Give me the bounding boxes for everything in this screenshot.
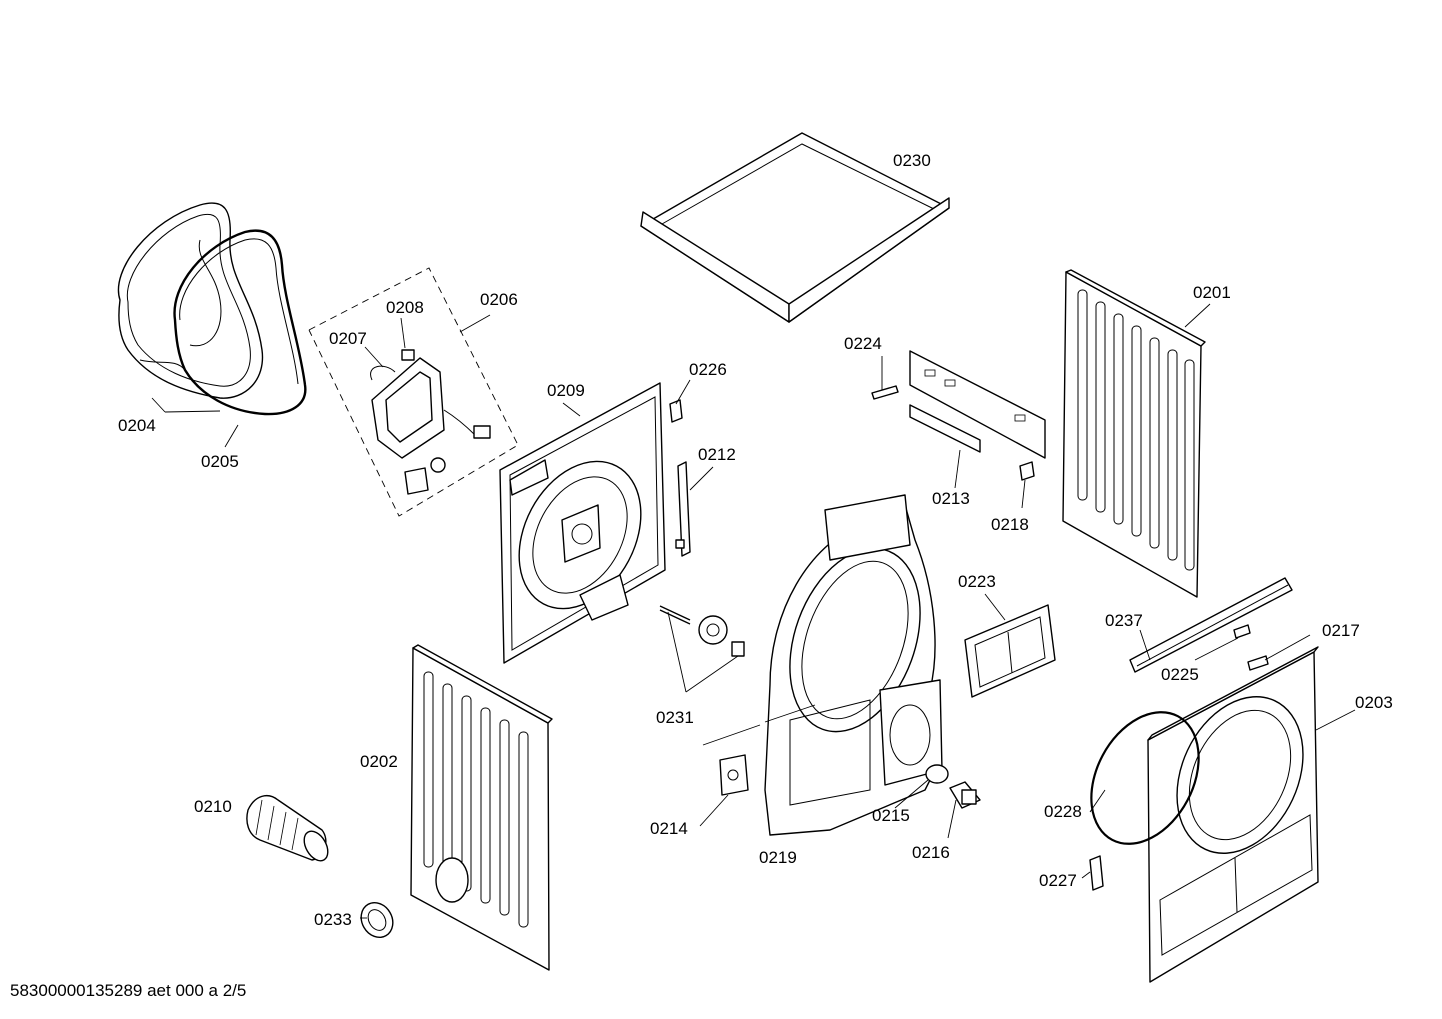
part-0212-rail[interactable] xyxy=(675,461,691,557)
label-0214: 0214 xyxy=(650,819,688,838)
label-0203: 0203 xyxy=(1355,693,1393,712)
part-0214-holder[interactable] xyxy=(719,754,749,796)
part-0208-sensor[interactable] xyxy=(401,349,415,361)
label-0225: 0225 xyxy=(1161,665,1199,684)
label-0204: 0204 xyxy=(118,416,156,435)
label-0201: 0201 xyxy=(1193,283,1231,302)
label-0217: 0217 xyxy=(1322,621,1360,640)
part-0223-filter[interactable] xyxy=(964,604,1056,698)
leader-lines xyxy=(151,303,1356,919)
label-0218: 0218 xyxy=(991,515,1029,534)
drawing-reference-footer: 58300000135289 aet 000 a 2/5 xyxy=(10,981,247,1000)
part-0226-clip[interactable] xyxy=(669,399,683,423)
label-0207: 0207 xyxy=(329,329,367,348)
part-0209-rear-panel[interactable] xyxy=(495,382,666,664)
part-0213-control-module[interactable] xyxy=(909,350,1046,459)
part-0237-cross-rail[interactable] xyxy=(1129,577,1293,673)
part-0201-side-panel-right[interactable] xyxy=(1062,269,1206,598)
label-0206: 0206 xyxy=(480,290,518,309)
part-0217-hinge[interactable] xyxy=(1247,655,1269,671)
label-0233: 0233 xyxy=(314,910,352,929)
part-0216-plug[interactable] xyxy=(949,781,981,809)
label-0205: 0205 xyxy=(201,452,239,471)
part-0230-top-cover[interactable] xyxy=(640,132,950,323)
part-0224-bracket[interactable] xyxy=(871,385,899,400)
label-0230: 0230 xyxy=(893,151,931,170)
label-0224: 0224 xyxy=(844,334,882,353)
label-0209: 0209 xyxy=(547,381,585,400)
part-0228-door-gasket[interactable] xyxy=(1070,694,1220,863)
label-0212: 0212 xyxy=(698,445,736,464)
part-0215-knob[interactable] xyxy=(925,764,949,784)
part-0227-tag[interactable] xyxy=(1089,855,1104,891)
part-0233-cap[interactable] xyxy=(355,897,399,943)
part-0204-rear-duct[interactable] xyxy=(117,202,264,399)
label-0223: 0223 xyxy=(958,572,996,591)
label-0228: 0228 xyxy=(1044,802,1082,821)
part-0218-latch[interactable] xyxy=(1019,461,1035,481)
part-0205-gasket[interactable] xyxy=(173,229,307,416)
label-0219: 0219 xyxy=(759,848,797,867)
part-0225-catch[interactable] xyxy=(1233,624,1251,639)
label-0202: 0202 xyxy=(360,752,398,771)
label-0237: 0237 xyxy=(1105,611,1143,630)
part-0206-group-frame xyxy=(308,267,519,517)
label-0215: 0215 xyxy=(872,806,910,825)
part-0210-hose[interactable] xyxy=(246,794,333,865)
part-0207-heater-assembly[interactable] xyxy=(370,357,491,495)
part-0203-front-panel[interactable] xyxy=(1147,646,1327,983)
part-0219-front-frame[interactable] xyxy=(764,494,944,836)
label-0231: 0231 xyxy=(656,708,694,727)
label-0210: 0210 xyxy=(194,797,232,816)
label-0226: 0226 xyxy=(689,360,727,379)
label-0208: 0208 xyxy=(386,298,424,317)
part-0202-side-panel-left[interactable] xyxy=(410,644,553,971)
label-0216: 0216 xyxy=(912,843,950,862)
label-0227: 0227 xyxy=(1039,871,1077,890)
part-labels: 0230 0201 0206 0208 0207 0224 0226 0209 … xyxy=(118,151,1393,929)
label-0213: 0213 xyxy=(932,489,970,508)
part-0231-wheel-set[interactable] xyxy=(659,605,745,657)
